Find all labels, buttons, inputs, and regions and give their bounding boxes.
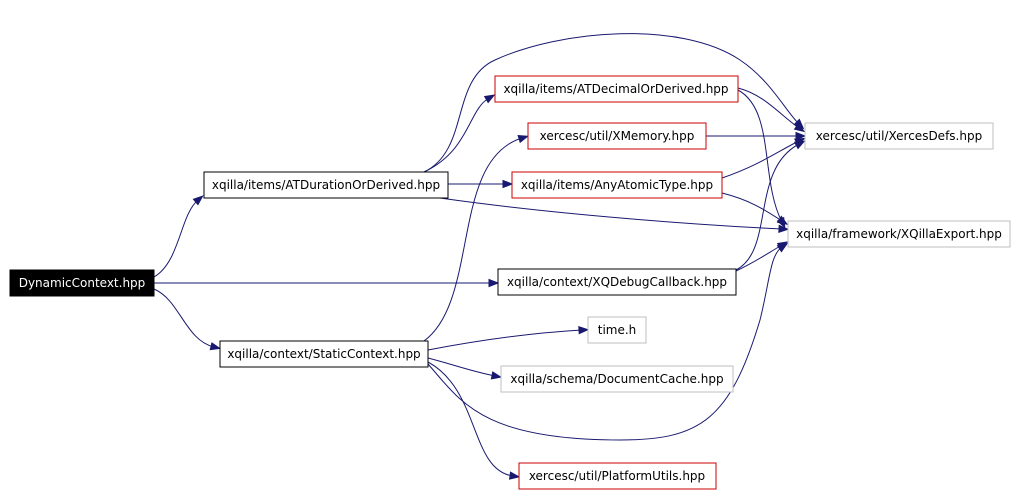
arrowhead [578, 325, 590, 335]
node-timeh[interactable]: time.h [587, 316, 647, 344]
edge-anyatomic-to-xercesdefs [721, 137, 806, 179]
arrowhead [209, 342, 222, 351]
edge-atduration-to-xqillaexport [439, 197, 790, 234]
arrowhead [517, 134, 530, 144]
arrowhead [776, 242, 789, 253]
edge-xmemory-to-xercesdefs [706, 131, 807, 141]
arrowhead [793, 140, 806, 150]
arrowhead [192, 195, 204, 206]
node-label: xercesc/util/PlatformUtils.hpp [529, 469, 705, 483]
node-label: time.h [598, 323, 637, 337]
node-xercesdefs[interactable]: xercesc/util/XercesDefs.hpp [804, 122, 994, 150]
node-label: xqilla/framework/XQillaExport.hpp [796, 227, 1002, 241]
node-label: xercesc/util/XercesDefs.hpp [816, 129, 982, 143]
edge-staticcontext-to-xmemory [423, 134, 530, 342]
node-atdecimal[interactable]: xqilla/items/ATDecimalOrDerived.hpp [494, 75, 739, 103]
edge-dynamic_context-to-atduration [153, 195, 204, 278]
edge-staticcontext-to-documentcache [427, 357, 503, 380]
arrowhead [795, 131, 807, 141]
node-anyatomic[interactable]: xqilla/items/AnyAtomicType.hpp [511, 171, 723, 199]
arrowhead [490, 371, 503, 380]
node-xqdebug[interactable]: xqilla/context/XQDebugCallback.hpp [497, 268, 737, 296]
node-label: DynamicContext.hpp [19, 276, 146, 290]
node-platformutils[interactable]: xercesc/util/PlatformUtils.hpp [518, 462, 717, 490]
node-atduration[interactable]: xqilla/items/ATDurationOrDerived.hpp [203, 171, 449, 199]
edge-atdecimal-to-xercesdefs [737, 87, 806, 133]
edge-staticcontext-to-xqillaexport [427, 242, 789, 441]
arrowhead [483, 94, 496, 104]
edge-xqdebug-to-xercesdefs [735, 140, 806, 271]
node-staticcontext[interactable]: xqilla/context/StaticContext.hpp [219, 340, 429, 368]
arrowhead [488, 278, 500, 288]
edge-dynamic_context-to-xqdebug [154, 278, 500, 288]
node-label: xercesc/util/XMemory.hpp [540, 129, 695, 143]
arrowhead [793, 122, 806, 133]
edge-staticcontext-to-timeh [427, 325, 590, 351]
node-label: xqilla/items/ATDurationOrDerived.hpp [212, 178, 440, 192]
arrowhead [776, 215, 789, 226]
arrowhead [778, 224, 790, 234]
arrowhead [502, 179, 514, 189]
node-label: xqilla/context/StaticContext.hpp [227, 347, 420, 361]
arrowhead [508, 471, 521, 480]
edge-dynamic_context-to-staticcontext [153, 288, 222, 351]
node-documentcache[interactable]: xqilla/schema/DocumentCache.hpp [500, 365, 734, 393]
node-xmemory[interactable]: xercesc/util/XMemory.hpp [527, 122, 707, 150]
edge-anyatomic-to-xqillaexport [721, 192, 789, 226]
edge-atduration-to-xercesdefs [423, 33, 805, 173]
node-label: xqilla/items/AnyAtomicType.hpp [521, 178, 713, 192]
node-label: xqilla/context/XQDebugCallback.hpp [507, 275, 727, 289]
node-xqillaexport[interactable]: xqilla/framework/XQillaExport.hpp [787, 220, 1011, 248]
node-dynamic-context[interactable]: DynamicContext.hpp [9, 269, 155, 297]
edge-staticcontext-to-platformutils [427, 361, 521, 480]
node-label: xqilla/schema/DocumentCache.hpp [510, 372, 723, 386]
node-label: xqilla/items/ATDecimalOrDerived.hpp [503, 82, 728, 96]
edge-atduration-to-anyatomic [448, 179, 514, 189]
edge-atduration-to-atdecimal [423, 94, 496, 173]
